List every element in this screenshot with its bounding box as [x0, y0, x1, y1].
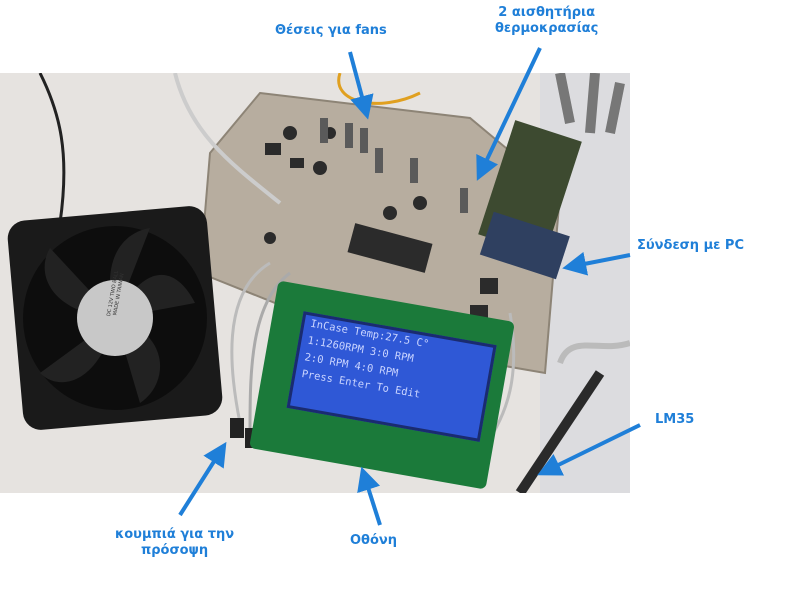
label-buttons: κουμπιά για την πρόσοψη	[115, 527, 234, 559]
label-pc: Σύνδεση με PC	[637, 238, 744, 253]
label-fans: Θέσεις για fans	[275, 23, 387, 38]
fan	[7, 206, 223, 430]
arrow-lm35	[537, 423, 641, 476]
arrow-screen	[357, 466, 382, 526]
arrow-fans	[348, 51, 374, 120]
label-buttons-line1: κουμπιά για την	[115, 527, 235, 542]
label-sensors-line2: θερμοκρασίας	[495, 21, 599, 36]
label-lm35: LM35	[655, 412, 695, 427]
label-buttons-line2: πρόσοψη	[140, 543, 209, 558]
label-sensors: 2 αισθητήρια θερμοκρασίας	[495, 5, 598, 37]
arrow-pc	[562, 251, 631, 276]
label-sensors-line1: 2 αισθητήρια	[498, 5, 595, 20]
label-screen: Οθόνη	[350, 533, 398, 548]
arrow-sensors	[476, 47, 542, 181]
arrow-buttons	[178, 441, 227, 517]
